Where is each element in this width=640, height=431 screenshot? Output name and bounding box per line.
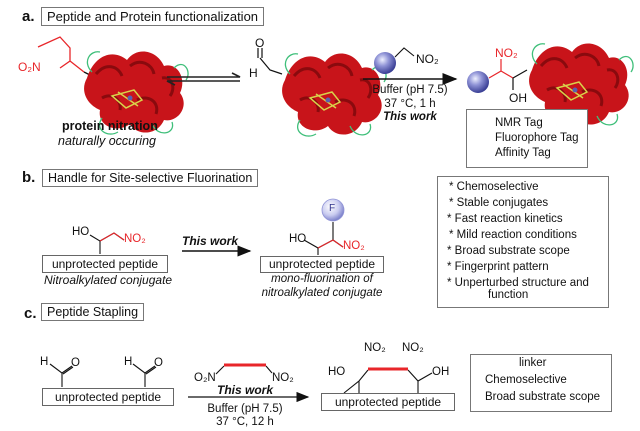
conditions-a-line1: Buffer (pH 7.5)	[372, 84, 448, 96]
section-a-title: Peptide and Protein functionalization	[41, 7, 265, 26]
reactant-c-o2: O	[154, 357, 163, 369]
feature-item: function	[488, 289, 529, 301]
tag-sphere-reagent	[374, 52, 396, 74]
nitro-chain	[37, 36, 85, 73]
product-c-ho: HO	[328, 366, 346, 378]
feature-item: * Fingerprint pattern	[447, 261, 549, 273]
section-a-letter: a.	[22, 8, 35, 25]
reagent-c-o2n: O₂N	[194, 372, 216, 384]
feature-item: * Unperturbed structure and	[447, 277, 589, 289]
feature-item: * Fast reaction kinetics	[447, 213, 563, 225]
legend-chemoselective: Chemoselective	[485, 374, 567, 386]
this-work-b: This work	[182, 234, 239, 248]
protein-nitration-label: protein nitration	[62, 119, 158, 133]
product-b-peptide: unprotected peptide	[260, 256, 384, 273]
legend-broad-scope: Broad substrate scope	[485, 391, 601, 403]
stapling-legend-box: linker Chemoselective Broad substrate sc…	[470, 354, 612, 412]
product-b-no2: NO₂	[343, 240, 365, 252]
product-b-caption-2: nitroalkylated conjugate	[261, 287, 383, 299]
section-c-letter: c.	[24, 305, 37, 322]
product-c-no2-left: NO₂	[364, 342, 386, 354]
reactant-c-h2: H	[124, 356, 133, 368]
feature-item: * Chemoselective	[449, 181, 539, 193]
product-no2-label: NO₂	[495, 46, 518, 60]
aldehyde-h-label: H	[249, 66, 258, 80]
reagent-c-no2: NO₂	[272, 372, 294, 384]
conditions-c-line1: Buffer (pH 7.5)	[207, 403, 283, 415]
reactant-b-no2: NO₂	[124, 233, 146, 245]
reactant-c-o1: O	[71, 357, 80, 369]
features-box: * Chemoselective * Stable conjugates * F…	[437, 176, 609, 308]
reactant-c-h1: H	[40, 356, 49, 368]
aldehyde-o-label: O	[255, 36, 265, 50]
naturally-occuring-label: naturally occuring	[58, 134, 156, 148]
product-b-caption-1: mono-fluorination of	[271, 273, 373, 285]
product-oh-label: OH	[509, 91, 527, 105]
tag-sphere-product	[467, 71, 489, 93]
section-b-letter: b.	[22, 169, 36, 186]
feature-item: * Broad substrate scope	[447, 245, 570, 257]
this-work-a: This work	[383, 111, 437, 123]
section-b-title: Handle for Site-selective Fluorination	[42, 169, 259, 187]
legend-linker: linker	[519, 357, 547, 369]
equilibrium-arrow	[166, 72, 241, 86]
feature-item: * Mild reaction conditions	[449, 229, 577, 241]
reactant-c-peptide: unprotected peptide	[42, 388, 174, 406]
nitro-group-label: O₂N	[18, 60, 41, 74]
reactant-b-ho: HO	[72, 226, 90, 238]
feature-item: * Stable conjugates	[449, 197, 549, 209]
conditions-a-line2: 37 °C, 1 h	[384, 98, 436, 110]
product-b-ho: HO	[289, 233, 307, 245]
reactant-b-caption: Nitroalkylated conjugate	[44, 273, 173, 287]
fluorine-label: F	[329, 203, 336, 214]
product-c-peptide: unprotected peptide	[321, 393, 455, 411]
tag-affinity: Affinity Tag	[495, 147, 551, 159]
tag-legend-box: NMR Tag Fluorophore Tag Affinity Tag	[466, 109, 588, 168]
section-c-title: Peptide Stapling	[41, 303, 145, 321]
reagent-no2-label: NO₂	[416, 52, 439, 66]
product-c-oh: OH	[432, 366, 450, 378]
fluorine-tag-sphere	[321, 198, 345, 222]
tag-nmr: NMR Tag	[495, 117, 543, 129]
tag-fluorophore: Fluorophore Tag	[495, 132, 579, 144]
conditions-c-line2: 37 °C, 12 h	[216, 416, 274, 428]
product-c-no2-right: NO₂	[402, 342, 424, 354]
reactant-b-peptide: unprotected peptide	[42, 255, 168, 273]
this-work-c: This work	[217, 383, 274, 397]
